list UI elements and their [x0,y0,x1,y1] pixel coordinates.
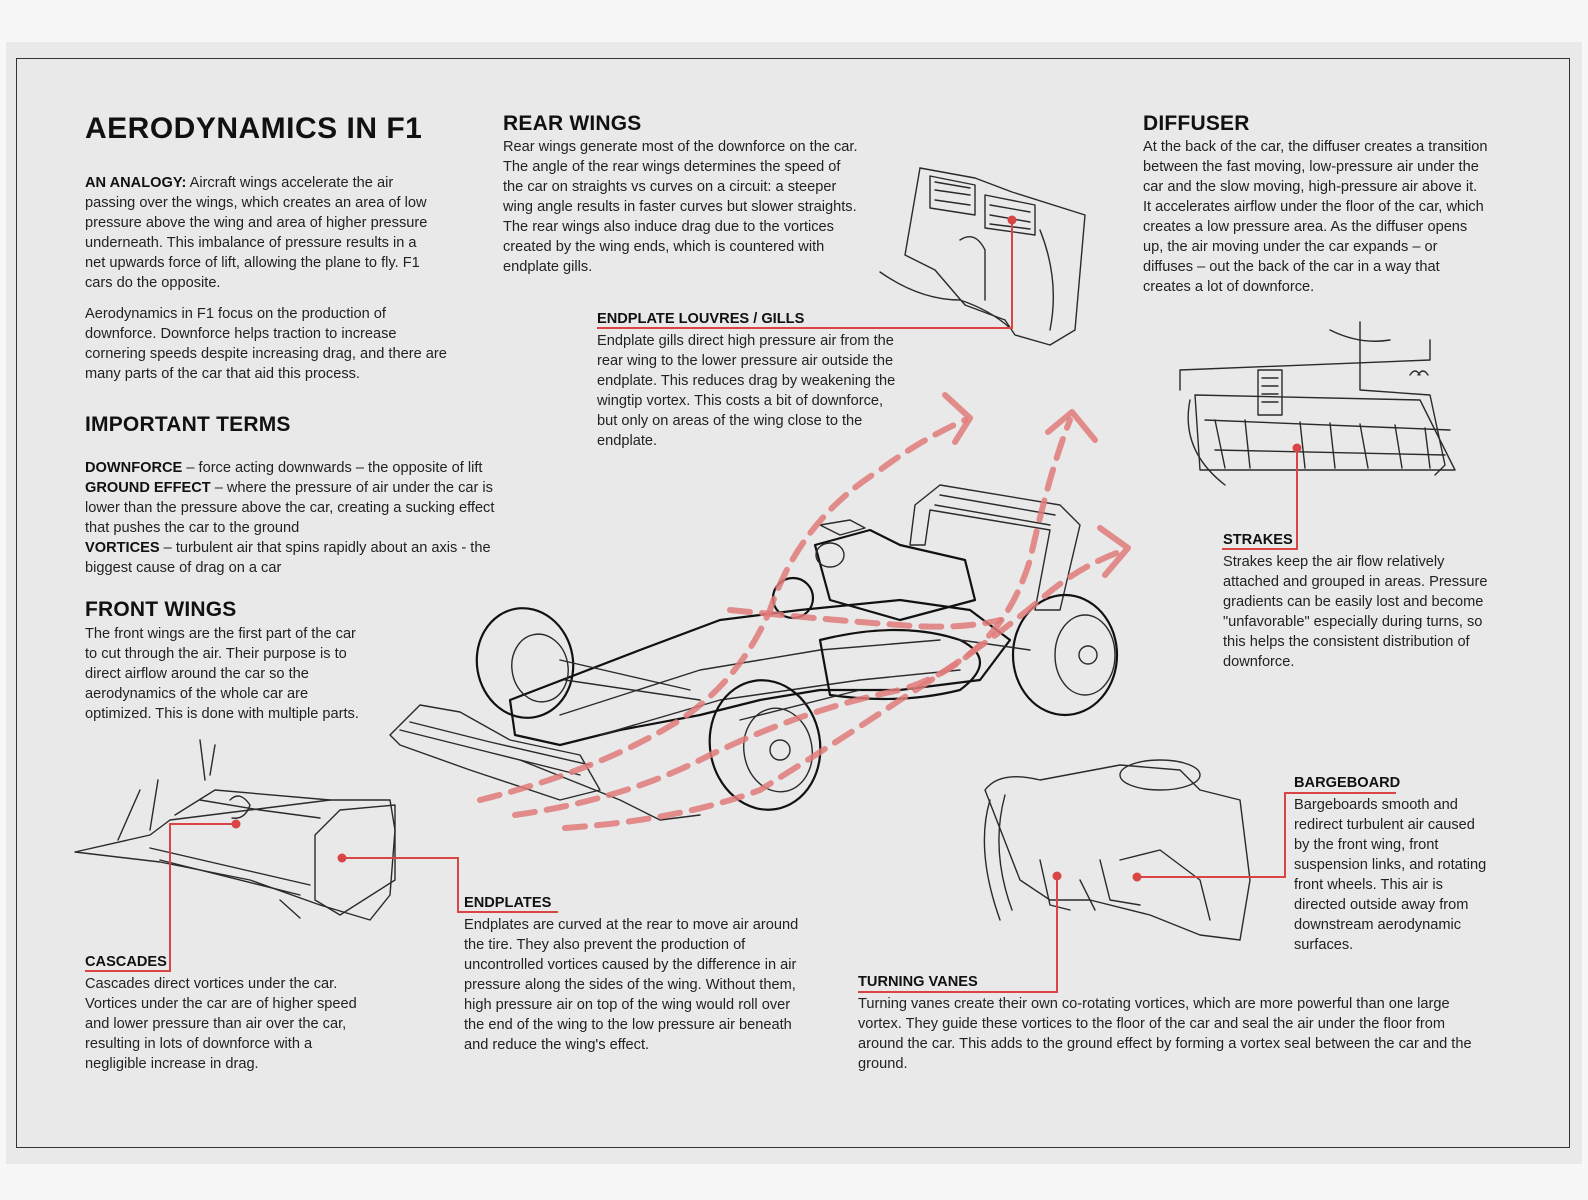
turning-vanes-label: TURNING VANES [858,974,978,990]
front-wings-heading: FRONT WINGS [85,598,237,621]
endplates-label: ENDPLATES [464,895,552,911]
strakes-text: Strakes keep the air flow relatively att… [1223,554,1488,670]
rear-wings-text: Rear wings generate most of the downforc… [503,139,858,275]
intro-paragraph: Aerodynamics in F1 focus on the producti… [85,306,447,382]
term-ground-effect: GROUND EFFECT – where the pressure of ai… [85,480,495,536]
cascades-label: CASCADES [85,954,167,970]
rear-wings-heading: REAR WINGS [503,112,642,135]
diffuser-heading: DIFFUSER [1143,112,1250,135]
turning-vanes-text: Turning vanes create their own co-rotati… [858,996,1472,1072]
front-wings-text: The front wings are the first part of th… [85,626,359,722]
diffuser-text: At the back of the car, the diffuser cre… [1143,139,1488,295]
term-vortices: VORTICES – turbulent air that spins rapi… [85,540,491,576]
endplate-louvres-text: Endplate gills direct high pressure air … [597,333,896,449]
cascades-text: Cascades direct vortices under the car. … [85,976,357,1072]
strakes-label: STRAKES [1223,532,1293,548]
analogy-paragraph: AN ANALOGY: Aircraft wings accelerate th… [85,173,430,293]
endplates-text: Endplates are curved at the rear to move… [464,917,799,1053]
analogy-label: AN ANALOGY: [85,175,187,191]
important-terms-heading: IMPORTANT TERMS [85,413,291,436]
bargeboard-label: BARGEBOARD [1294,775,1401,791]
term-downforce: DOWNFORCE – force acting downwards – the… [85,460,483,476]
endplate-louvres-label: ENDPLATE LOUVRES / GILLS [597,311,805,327]
poster-title: AERODYNAMICS IN F1 [85,112,423,145]
analogy-text: Aircraft wings accelerate the air passin… [85,175,428,291]
important-terms-list: DOWNFORCE – force acting downwards – the… [85,458,510,578]
bargeboard-text: Bargeboards smooth and redirect turbulen… [1294,797,1487,953]
poster-border [16,58,1570,1148]
